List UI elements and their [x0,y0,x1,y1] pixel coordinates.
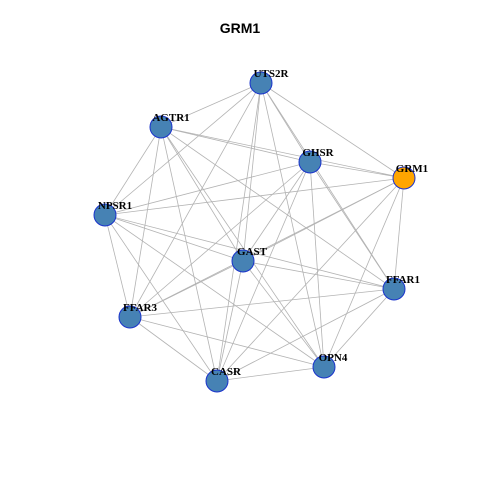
edge-grm1-ffar3 [129,177,405,318]
edge-agtr1-opn4 [160,126,325,368]
node-uts2r[interactable] [249,71,273,95]
edge-ghsr-gast [242,161,311,262]
edge-npsr1-ffar3 [104,214,131,318]
node-npsr1[interactable] [93,203,117,227]
edge-gast-ffar1 [242,260,395,290]
node-label-gast: GAST [237,246,268,258]
node-gast[interactable] [231,249,255,273]
edge-grm1-casr [216,177,405,382]
edge-agtr1-grm1 [160,126,405,179]
edge-ghsr-ffar3 [129,161,311,318]
edge-grm1-ffar1 [393,177,405,290]
edge-uts2r-ffar3 [129,82,262,318]
edge-npsr1-opn4 [104,214,325,368]
node-label-ffar1: FFAR1 [386,274,420,286]
edge-ghsr-casr [216,161,311,382]
node-label-grm1: GRM1 [396,163,428,175]
graph-title: GRM1 [219,20,261,36]
edge-agtr1-gast [160,126,244,262]
node-ghsr[interactable] [298,150,322,174]
edge-agtr1-ghsr [160,126,311,163]
node-agtr1[interactable] [149,115,173,139]
edge-ffar1-ffar3 [129,288,395,318]
edge-opn4-casr [216,366,325,382]
edge-gast-ffar3 [129,260,244,318]
edge-ffar1-opn4 [323,288,395,368]
edge-grm1-opn4 [323,177,405,368]
edge-ffar1-casr [216,288,395,382]
edge-uts2r-npsr1 [104,82,262,216]
edge-npsr1-casr [104,214,218,382]
edge-agtr1-ffar3 [129,126,162,318]
edge-agtr1-casr [160,126,218,382]
edge-uts2r-casr [216,82,262,382]
node-ffar1[interactable] [382,277,406,301]
edge-uts2r-agtr1 [160,82,262,128]
node-label-agtr1: AGTR1 [152,112,189,124]
edge-ffar3-casr [129,316,218,382]
edge-ghsr-opn4 [309,161,325,368]
edge-npsr1-gast [104,214,244,262]
node-casr[interactable] [205,369,229,393]
node-label-ghsr: GHSR [302,147,334,159]
node-label-uts2r: UTS2R [254,68,290,80]
edge-uts2r-opn4 [260,82,325,368]
node-ffar3[interactable] [118,305,142,329]
node-grm1[interactable] [392,166,416,190]
node-opn4[interactable] [312,355,336,379]
edge-ffar3-opn4 [129,316,325,368]
edge-layer [104,82,405,382]
edge-ghsr-npsr1 [104,161,311,216]
node-label-npsr1: NPSR1 [98,200,132,212]
node-label-casr: CASR [211,366,242,378]
node-label-ffar3: FFAR3 [123,302,158,314]
edge-ghsr-ffar1 [309,161,395,290]
edge-uts2r-gast [242,82,262,262]
edge-uts2r-grm1 [260,82,405,179]
edge-ghsr-grm1 [309,161,405,179]
edge-gast-opn4 [242,260,325,368]
edge-grm1-npsr1 [104,177,405,216]
edge-agtr1-npsr1 [104,126,162,216]
edge-gast-casr [216,260,244,382]
node-label-opn4: OPN4 [319,352,348,364]
edge-uts2r-ffar1 [260,82,395,290]
edge-agtr1-ffar1 [160,126,395,290]
